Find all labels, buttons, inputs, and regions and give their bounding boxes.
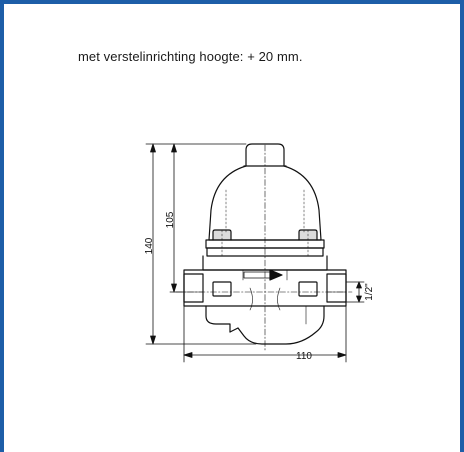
dimension-110-label: 110 [296,351,312,362]
upper-flange [205,229,325,257]
valve-body [183,255,347,311]
dimension-140 [145,143,257,345]
dimension-connection-label: 1/2" [364,283,375,301]
top-cap [243,143,287,167]
dimension-110 [183,305,347,363]
flow-arrow [243,269,283,281]
dimension-connection [345,281,365,303]
adjustment-caption: met verstelinrichting hoogte: + 20 mm. [78,49,303,64]
lower-chamber [205,305,325,345]
dimension-105-label: 105 [165,211,176,228]
dimension-140-label: 140 [144,237,155,254]
dimension-105 [169,143,185,293]
